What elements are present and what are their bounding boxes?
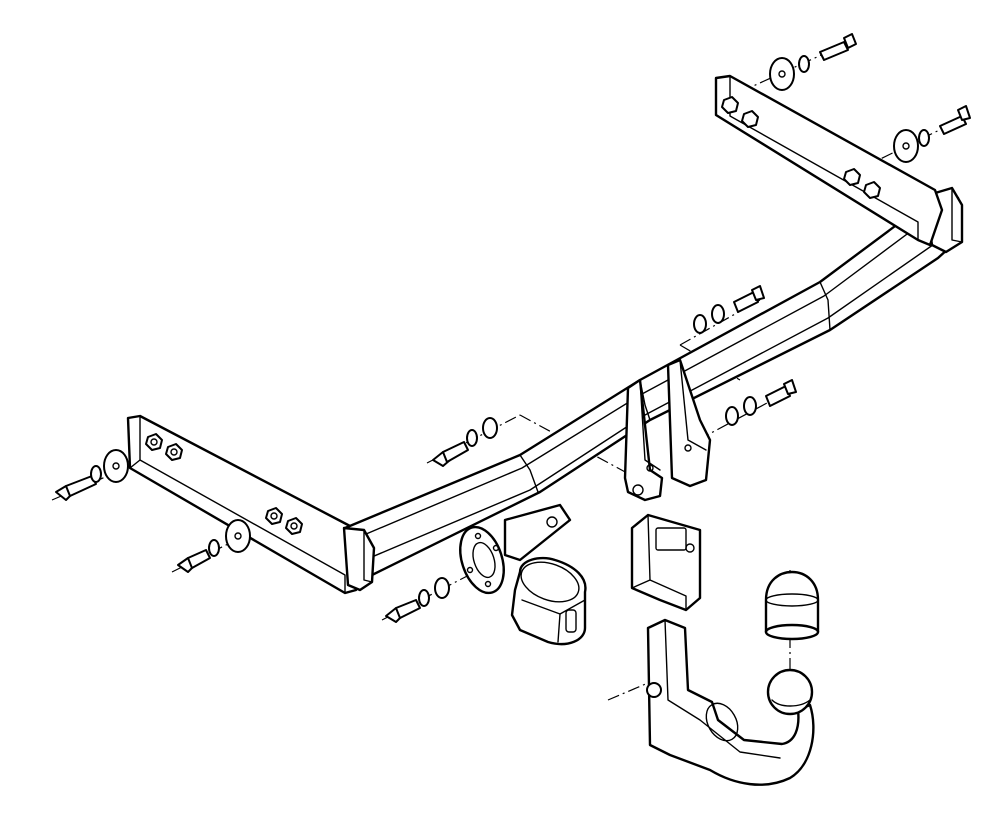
bolt-washer-set-bottom-center: [385, 577, 450, 623]
electrical-socket: [510, 556, 587, 646]
bolt-washer-set-left-lower: [177, 519, 251, 573]
ball-cover-cap: [764, 570, 820, 641]
bolt-washer-set-left-upper: [55, 449, 129, 501]
ball-receiver: [630, 513, 702, 612]
socket-plate: [459, 503, 572, 595]
center-mount-bracket: [623, 358, 712, 502]
detachable-tow-ball: [646, 618, 815, 786]
bolt-washer-set-lower-right: [725, 379, 797, 426]
bolt-washer-set-top-right: [769, 33, 857, 91]
right-bracket: [714, 74, 944, 247]
left-bracket: [126, 414, 362, 595]
bolt-washer-set-right: [893, 105, 971, 163]
bolt-washer-set-mid-right: [693, 285, 765, 334]
bolt-washer-set-center: [432, 417, 498, 467]
